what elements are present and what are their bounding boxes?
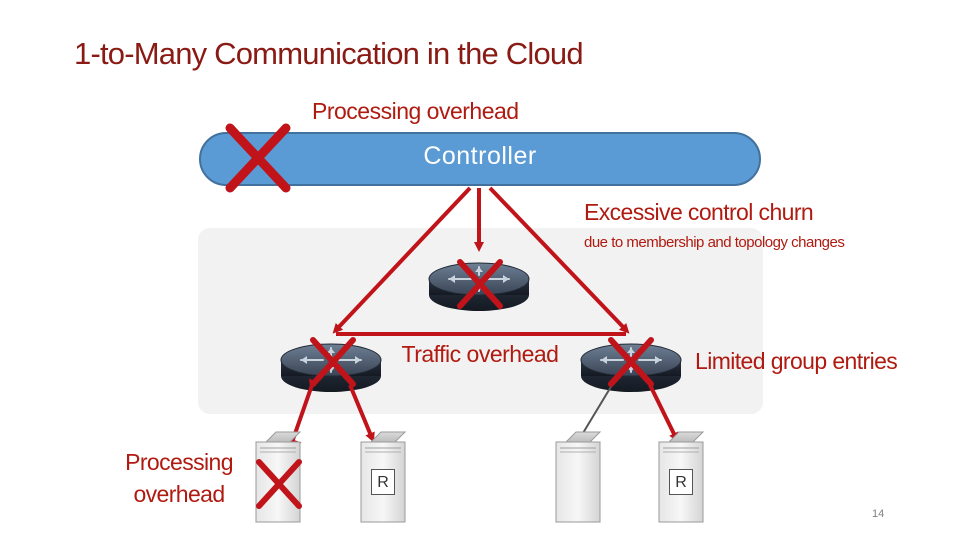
processing-overhead-top-label: Processing overhead bbox=[312, 98, 519, 124]
router-icon bbox=[280, 343, 382, 393]
controller-to-right-router-arrow bbox=[488, 186, 630, 334]
controller-bar bbox=[199, 132, 761, 186]
receiver-label: R bbox=[669, 469, 693, 495]
left-router-to-server2-arrow bbox=[348, 384, 375, 443]
right-router-to-server4-arrow bbox=[648, 384, 679, 443]
limited-group-entries-label: Limited group entries bbox=[695, 348, 898, 374]
router-icon bbox=[428, 262, 530, 312]
right-router-to-server3-link bbox=[579, 384, 613, 439]
controller-label: Controller bbox=[423, 142, 537, 170]
slide-title: 1-to-Many Communication in the Cloud bbox=[74, 36, 584, 71]
receiver-label: R bbox=[371, 469, 395, 495]
traffic-overhead-label: Traffic overhead bbox=[401, 341, 559, 367]
processing-overhead-bottom-label: Processing overhead bbox=[125, 449, 233, 507]
server-icon bbox=[255, 431, 301, 523]
excessive-churn-sublabel: due to membership and topology changes bbox=[584, 234, 845, 251]
controller-to-left-router-arrow bbox=[332, 186, 472, 334]
excessive-churn-label: Excessive control churn bbox=[584, 199, 814, 225]
network-region bbox=[198, 228, 763, 414]
router-icon bbox=[580, 343, 682, 393]
page-number: 14 bbox=[872, 508, 885, 520]
server-icon bbox=[555, 431, 601, 523]
